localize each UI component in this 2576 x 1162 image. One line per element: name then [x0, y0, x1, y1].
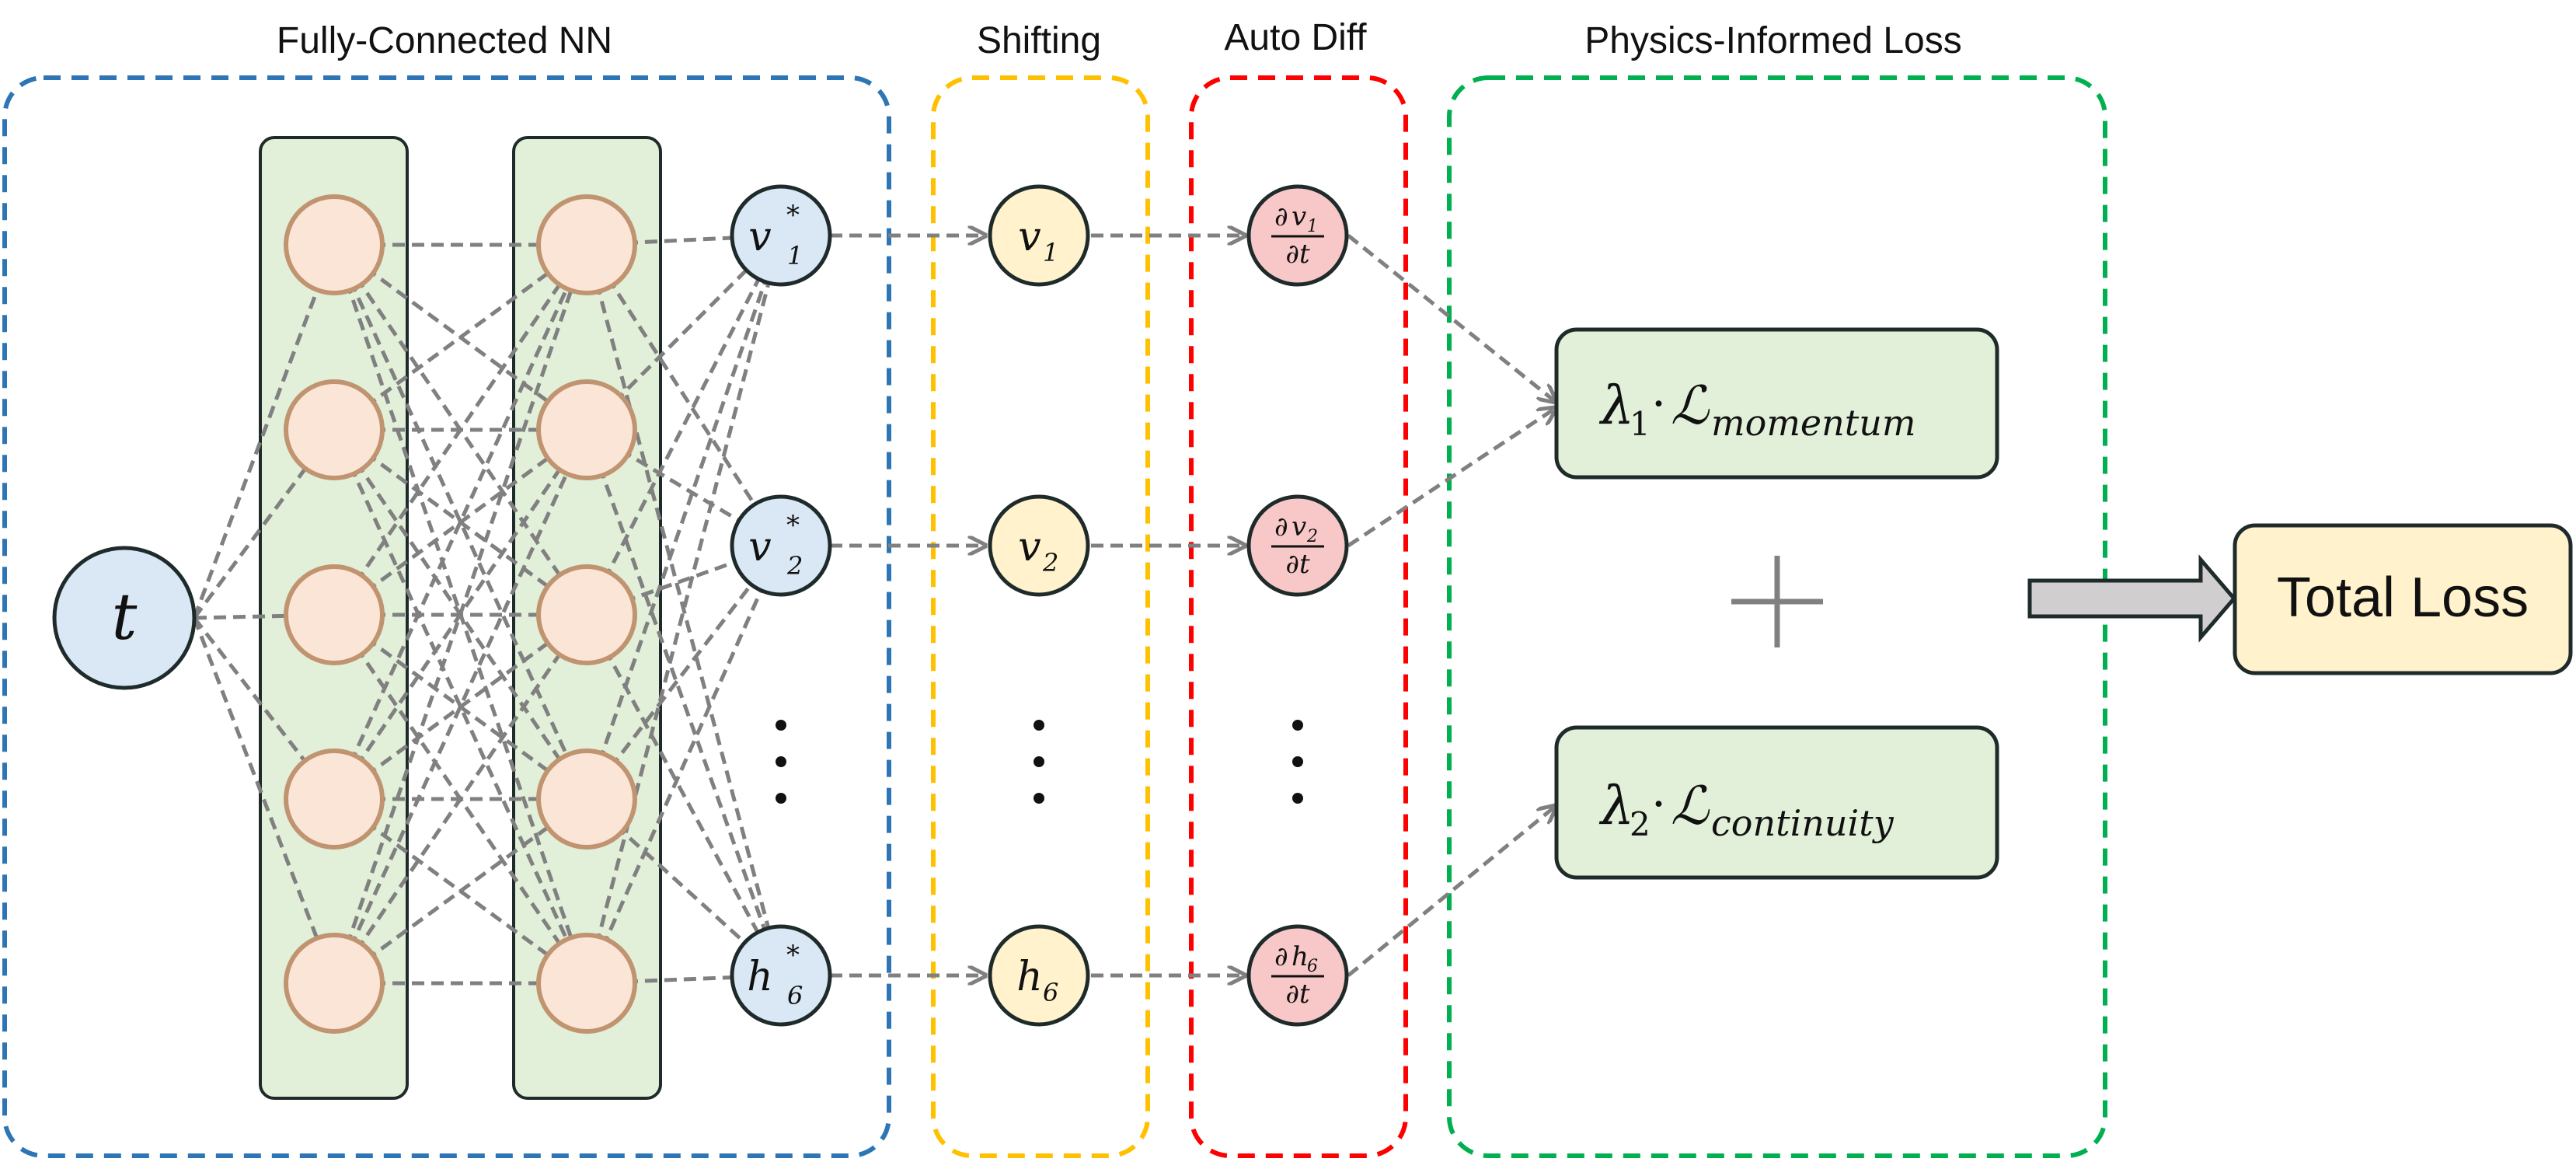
section-title-shifting: Shifting	[977, 20, 1101, 61]
svg-text:v: v	[748, 214, 771, 260]
svg-text:1: 1	[1043, 238, 1058, 267]
svg-text:2: 2	[1630, 805, 1651, 843]
autodiff-section-border	[1189, 75, 1408, 1158]
ellipsis-dots	[776, 720, 1303, 804]
svg-text:1: 1	[787, 241, 803, 270]
nn-section-border	[2, 75, 891, 1158]
svg-text:2: 2	[786, 551, 803, 581]
hidden-node	[284, 379, 385, 480]
svg-text:λ: λ	[1598, 776, 1634, 837]
hidden-node	[536, 564, 637, 665]
svg-text:continuity: continuity	[1711, 802, 1895, 844]
plus-sign	[1731, 556, 1823, 647]
hidden-node	[284, 194, 385, 295]
section-title-loss: Physics-Informed Loss	[1584, 20, 1962, 61]
svg-text:1: 1	[1307, 217, 1318, 236]
loss-section-border	[1447, 75, 2107, 1158]
input-node-label: t	[112, 581, 138, 654]
loss-box-momentum: λ 1 · ℒ momentum	[1554, 327, 1999, 480]
svg-text:2: 2	[1306, 527, 1318, 546]
hidden-node	[536, 194, 637, 295]
hidden-node	[284, 933, 385, 1034]
nn-output-node-3: h 6 *	[730, 924, 832, 1027]
svg-text:v: v	[1291, 511, 1306, 543]
shifting-section-border	[931, 75, 1150, 1158]
svg-text:*: *	[786, 200, 800, 231]
hidden-node	[536, 379, 637, 480]
svg-text:6: 6	[1043, 978, 1058, 1007]
svg-text:6: 6	[1307, 957, 1318, 976]
svg-text:2: 2	[1042, 548, 1058, 578]
svg-text:∂: ∂	[1274, 941, 1288, 972]
svg-text:1: 1	[1630, 405, 1651, 443]
hidden-node	[284, 564, 385, 665]
loss-box-continuity: λ 2 · ℒ continuity	[1554, 725, 1999, 880]
svg-text:h: h	[1291, 941, 1309, 972]
svg-text:momentum: momentum	[1711, 402, 1916, 444]
svg-text:∂t: ∂t	[1285, 239, 1310, 270]
svg-text:v: v	[1018, 524, 1041, 571]
nn-output-node-2: v 2 *	[730, 494, 832, 597]
flow-arrows	[830, 236, 1556, 975]
svg-text:ℒ: ℒ	[1671, 375, 1710, 437]
svg-text:ℒ: ℒ	[1671, 776, 1710, 837]
block-arrow-icon	[2027, 554, 2237, 643]
nn-output-node-1: v 1 *	[730, 184, 832, 287]
derivative-node-3: ∂ h 6 ∂t	[1246, 924, 1349, 1027]
derivative-node-1: ∂ v 1 ∂t	[1246, 184, 1349, 287]
svg-text:∂: ∂	[1274, 201, 1288, 232]
svg-text:*: *	[786, 940, 800, 971]
hidden-node	[536, 748, 637, 850]
shifted-node-1: v 1	[988, 184, 1090, 287]
section-title-nn: Fully-Connected NN	[277, 20, 612, 61]
shifted-node-2: v 2	[988, 494, 1090, 597]
hidden-node	[536, 933, 637, 1034]
svg-text:v: v	[1291, 201, 1306, 232]
section-title-autodiff: Auto Diff	[1224, 17, 1367, 58]
svg-text:h: h	[1016, 954, 1043, 1000]
hidden-node	[284, 748, 385, 850]
svg-text:·: ·	[1651, 777, 1666, 832]
svg-text:v: v	[1018, 214, 1041, 260]
svg-text:λ: λ	[1598, 375, 1634, 437]
svg-text:·: ·	[1651, 377, 1666, 431]
total-loss-label: Total Loss	[2277, 567, 2529, 629]
shifted-node-3: h 6	[988, 924, 1090, 1027]
svg-text:v: v	[748, 524, 771, 571]
hidden-layer-1-nodes	[284, 194, 385, 1034]
svg-text:*: *	[786, 510, 800, 541]
input-node-t: t	[52, 546, 197, 690]
svg-text:6: 6	[787, 981, 803, 1010]
svg-text:∂t: ∂t	[1285, 979, 1310, 1010]
svg-text:h: h	[747, 954, 773, 1000]
total-loss-box: Total Loss	[2233, 523, 2573, 675]
svg-text:∂t: ∂t	[1285, 549, 1310, 580]
derivative-node-2: ∂ v 2 ∂t	[1246, 494, 1349, 597]
svg-text:∂: ∂	[1274, 511, 1288, 543]
hidden-layer-2-nodes	[536, 194, 637, 1034]
